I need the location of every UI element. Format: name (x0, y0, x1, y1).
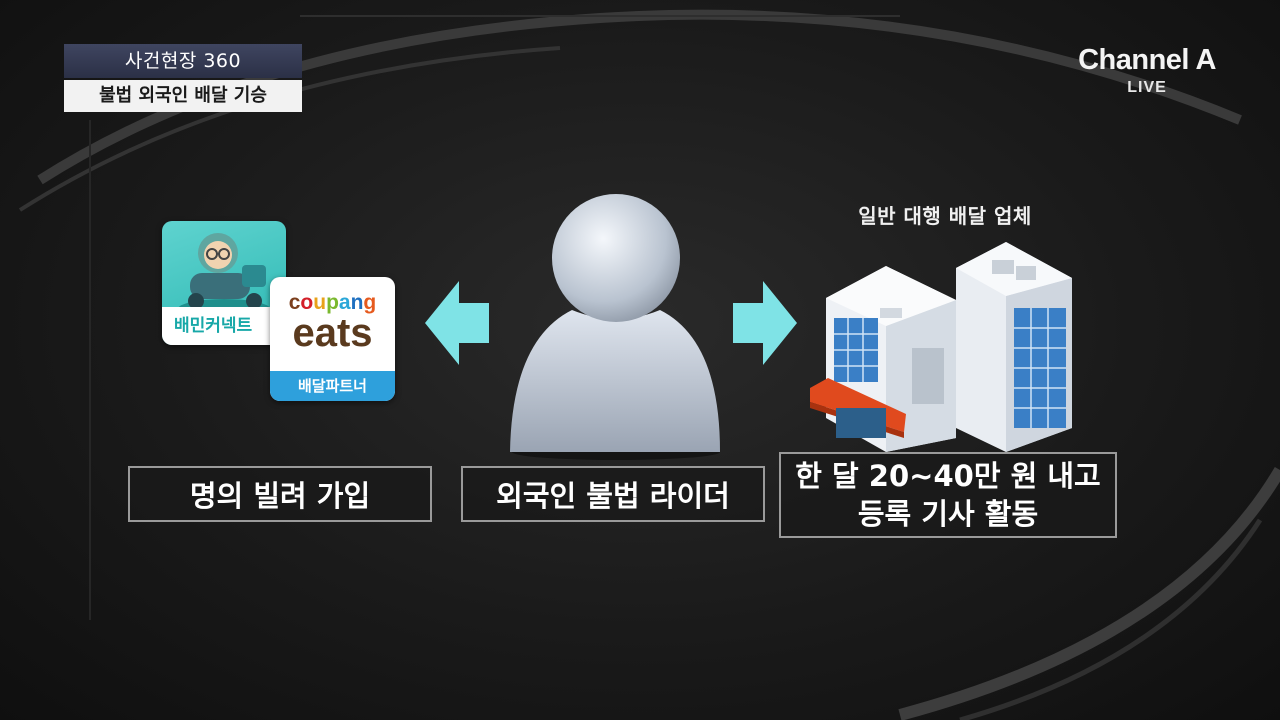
channel-name: Channel A (1078, 44, 1216, 76)
coupang-wordmark: coupang (288, 291, 377, 314)
program-subtitle: 불법 외국인 배달 기승 (64, 80, 302, 112)
building-icon (810, 242, 1072, 452)
caption-agency-fee-line2: 등록 기사 활동 (857, 497, 1039, 531)
program-caption: 사건현장 360 불법 외국인 배달 기승 (64, 44, 302, 112)
arrow-left-icon (425, 281, 489, 365)
arrow-right-icon (733, 281, 797, 365)
caption-agency-fee-line1: 한 달 20~40만 원 내고 (795, 459, 1101, 493)
baemin-connect-label: 배민커넥트 (162, 307, 286, 345)
building-caption: 일반 대행 배달 업체 (858, 204, 1032, 228)
person-icon (510, 194, 720, 460)
live-badge: LIVE (1127, 79, 1167, 96)
caption-illegal-rider: 외국인 불법 라이더 (461, 466, 765, 522)
caption-borrowed-name-text: 명의 빌려 가입 (189, 479, 371, 513)
caption-borrowed-name: 명의 빌려 가입 (128, 466, 432, 522)
caption-illegal-rider-text: 외국인 불법 라이더 (496, 479, 730, 513)
rider-character-icon (178, 233, 270, 319)
coupang-partner-label: 배달파트너 (270, 371, 395, 401)
caption-agency-fee: 한 달 20~40만 원 내고 등록 기사 활동 (779, 452, 1117, 538)
coupang-eats-wordmark: eats (292, 311, 373, 355)
channel-logo: Channel A LIVE (1062, 44, 1232, 97)
baemin-connect-app-icon: 배민커넥트 (162, 221, 286, 345)
program-title: 사건현장 360 (64, 44, 302, 78)
coupang-eats-app-icon: coupang eats 배달파트너 (270, 277, 395, 401)
